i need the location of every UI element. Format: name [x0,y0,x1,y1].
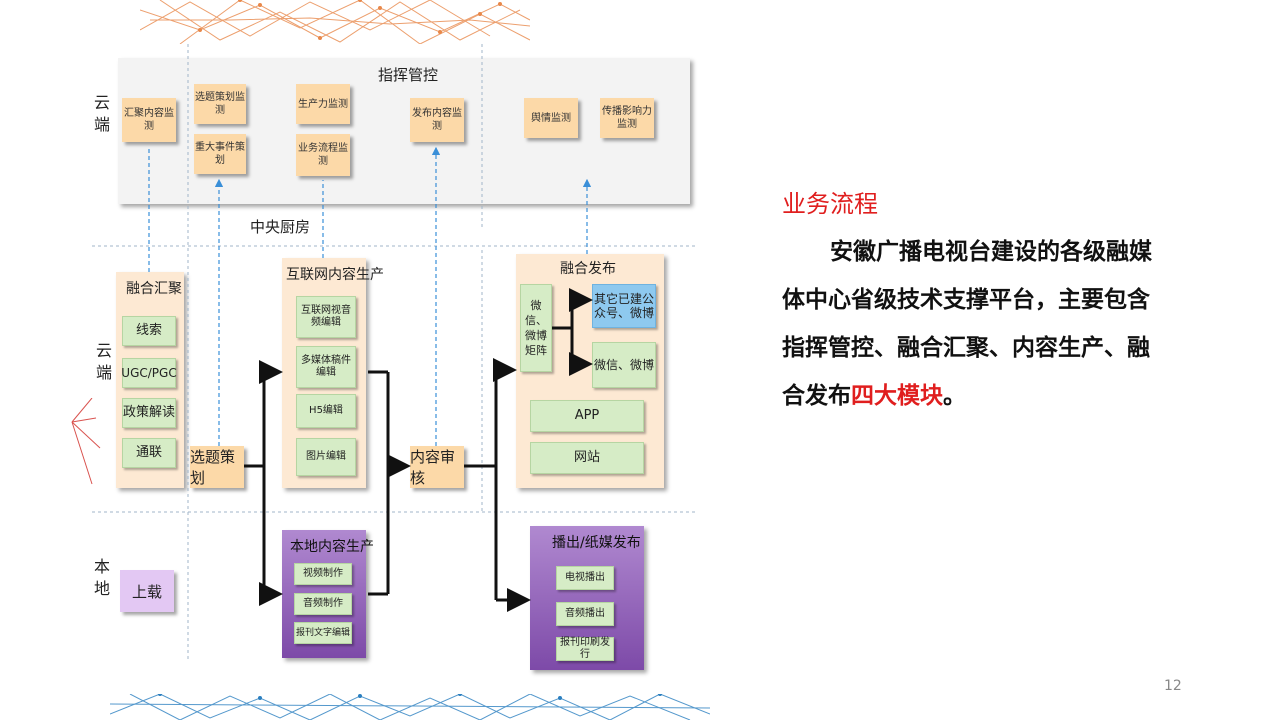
aggregation-item: 通联 [122,438,176,468]
broadcast-item: 音频播出 [556,602,614,626]
topic-planning-box: 选题策划 [190,446,244,488]
broadcast-item: 报刊印刷发行 [556,637,614,661]
local-production-item: 音频制作 [294,593,352,615]
command-item: 重大事件策划 [194,134,246,174]
publishing-app-box: APP [530,400,644,432]
description-text: 安徽广播电视台建设的各级融媒体中心省级技术支撑平台，主要包含指挥管控、融合汇聚、… [782,238,1153,409]
local-production-title: 本地内容生产 [290,539,374,555]
content-review-box: 内容审核 [410,446,464,488]
network-decoration-left [71,398,101,485]
command-item: 舆情监测 [524,98,578,138]
command-item: 生产力监测 [296,84,350,124]
command-item: 汇聚内容监测 [122,98,176,142]
zone-label-local: 本地 [94,557,111,598]
business-flow-description: 安徽广播电视台建设的各级融媒体中心省级技术支撑平台，主要包含指挥管控、融合汇聚、… [782,228,1172,420]
business-flow-title: 业务流程 [782,190,878,218]
command-item: 传播影响力监测 [600,98,654,138]
internet-production-item: 多媒体稿件编辑 [296,346,356,388]
internet-production-item: 互联网视音频编辑 [296,296,356,338]
network-decoration-bottom [110,694,710,720]
publishing-wechat-weibo-box: 微信、微博 [592,342,656,388]
aggregation-title: 融合汇聚 [126,281,182,297]
publishing-title: 融合发布 [560,261,616,277]
command-item: 选题策划监测 [194,84,246,124]
page-number: 12 [1164,678,1182,694]
aggregation-item: UGC/PGC [121,358,177,388]
local-production-item: 视频制作 [294,563,352,585]
internet-production-title: 互联网内容生产 [286,267,384,283]
command-item: 业务流程监测 [296,134,350,176]
central-kitchen-label: 中央厨房 [250,218,311,236]
description-highlight: 四大模块 [851,382,943,409]
command-control-panel [118,58,690,204]
description-suffix: 。 [943,382,966,409]
command-control-title: 指挥管控 [378,66,439,84]
zone-label-cloud-mid: 云端 [96,341,113,382]
network-decoration-top [140,0,530,44]
aggregation-item: 线索 [122,316,176,346]
publishing-website-box: 网站 [530,442,644,474]
internet-production-item: 图片编辑 [296,438,356,476]
internet-production-item: H5编辑 [296,394,356,428]
broadcast-item: 电视播出 [556,566,614,590]
command-item: 发布内容监测 [410,98,464,142]
publishing-matrix-box: 微信、微博矩阵 [520,284,552,372]
broadcast-title: 播出/纸媒发布 [552,535,641,551]
upload-box: 上载 [120,570,174,612]
aggregation-item: 政策解读 [122,398,176,428]
local-production-item: 报刊文字编辑 [294,622,352,644]
publishing-other-accounts-box: 其它已建公众号、微博 [592,284,656,328]
zone-label-cloud-top: 云端 [94,93,111,134]
diagram-connectors [92,44,696,660]
